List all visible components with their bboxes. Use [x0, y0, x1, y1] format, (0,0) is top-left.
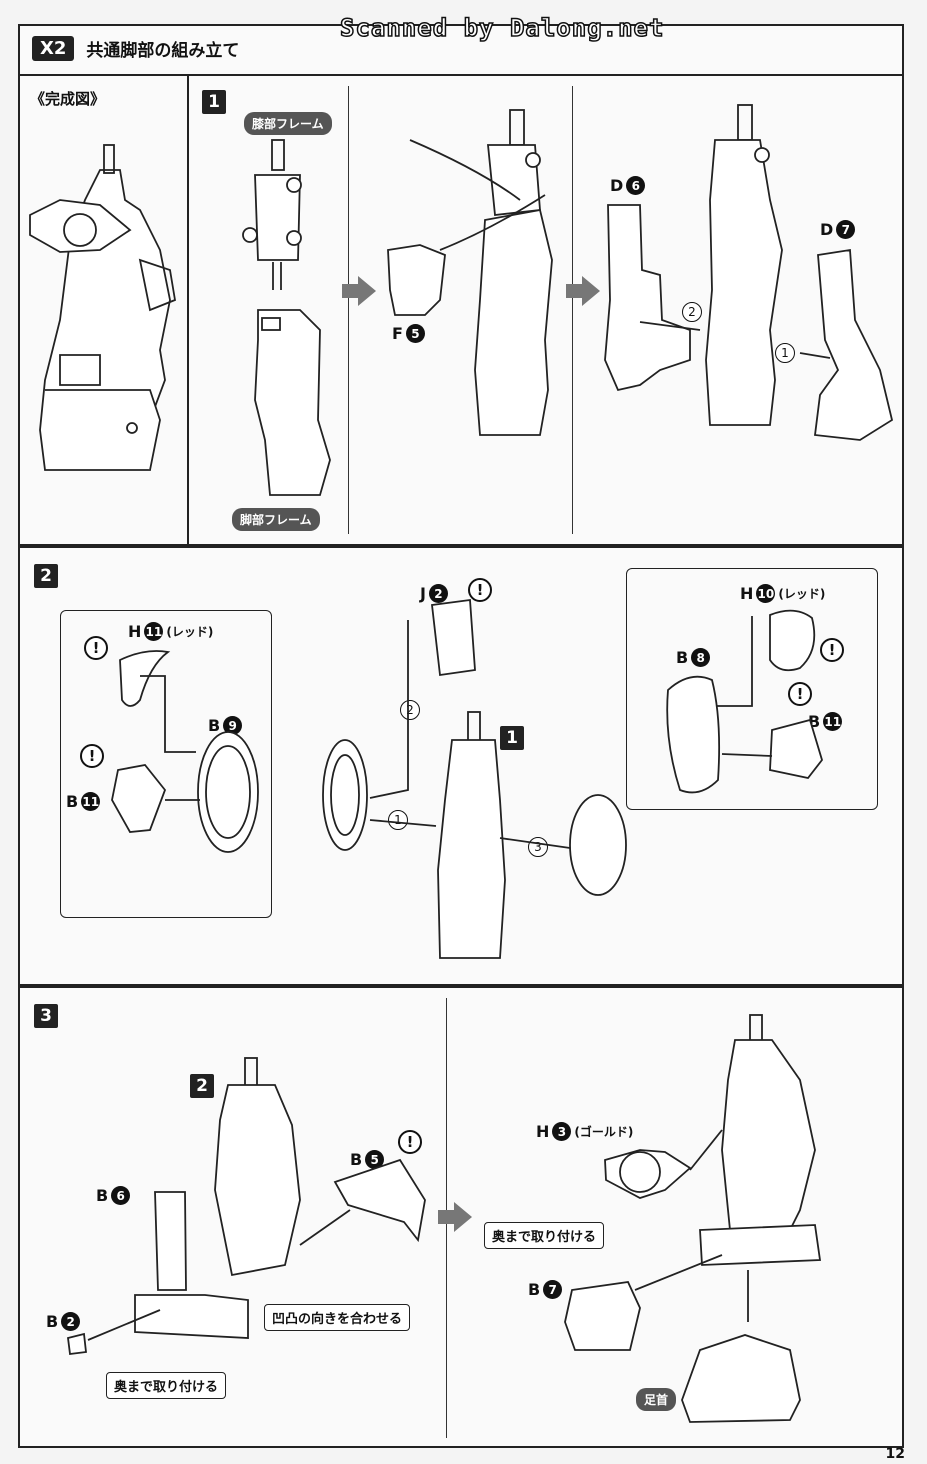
leg-frame-label: 脚部フレーム [232, 508, 320, 531]
step2-center-assembly-drawing [322, 598, 627, 959]
part-label-j2: J 2 [420, 584, 448, 603]
completed-leg-drawing [29, 144, 177, 471]
part-letter: B [96, 1186, 109, 1205]
part-number: 9 [223, 716, 243, 735]
quantity-badge: X2 [32, 35, 75, 61]
warning-icon: ! [788, 682, 812, 706]
complete-view-label: 《完成図》 [30, 90, 106, 108]
flow-arrow-tail [566, 284, 582, 298]
part-label-d6: D 6 [610, 176, 646, 195]
section-title: 共通脚部の組み立て [86, 40, 240, 61]
part-label-b8: B 8 [676, 648, 711, 667]
ankle-label: 足首 [636, 1388, 677, 1411]
color-note: (レッド) [166, 625, 214, 639]
substep-reference-2: 2 [190, 1074, 214, 1098]
part-label-b11-left: B 11 [66, 792, 101, 811]
page-number: 12 [885, 1446, 905, 1462]
order-marker-2: 2 [682, 302, 702, 322]
part-letter: B [66, 792, 79, 811]
part-letter: D [820, 220, 834, 239]
color-note: (レッド) [778, 587, 826, 601]
warning-icon: ! [398, 1130, 422, 1154]
part-letter: B [46, 1312, 59, 1331]
watermark: Scanned by Dalong.net [339, 13, 665, 43]
note-align-notches: 凹凸の向きを合わせる [264, 1304, 411, 1331]
step3-left-assembly-drawing [67, 1057, 426, 1356]
substep-divider-b [572, 86, 573, 534]
part-number: 2 [428, 584, 448, 603]
step1-divider [187, 74, 189, 546]
part-label-b6: B 6 [96, 1186, 131, 1205]
part-label-b2: B 2 [46, 1312, 81, 1331]
part-letter: B [208, 716, 221, 735]
header-divider [18, 74, 904, 76]
knee-frame-label: 膝部フレーム [244, 112, 332, 135]
part-letter: B [676, 648, 689, 667]
part-number: 6 [111, 1186, 131, 1205]
part-number: 8 [691, 648, 711, 667]
leg-with-f5-drawing [387, 109, 553, 436]
step-number-3: 3 [34, 1004, 58, 1028]
part-letter: H [536, 1122, 550, 1141]
part-number: 5 [365, 1150, 385, 1169]
step-number-1: 1 [202, 90, 226, 114]
part-label-b9: B 9 [208, 716, 243, 735]
part-label-b7: B 7 [528, 1280, 563, 1299]
order-marker-1: 1 [775, 343, 795, 363]
note-attach-fully-2: 奥まで取り付ける [484, 1222, 605, 1249]
part-letter: B [528, 1280, 541, 1299]
step2-right-parts-drawing [666, 609, 823, 794]
flow-arrow-tail [438, 1210, 454, 1224]
part-label-h11: H 11 (レッド) [128, 622, 213, 641]
part-number: 10 [756, 584, 776, 603]
flow-arrow-icon [358, 276, 376, 306]
warning-icon: ! [468, 578, 492, 602]
part-label-h10: H 10 (レッド) [740, 584, 825, 603]
d6-d7-assembly-drawing [604, 104, 894, 441]
part-letter: D [610, 176, 624, 195]
warning-icon: ! [84, 636, 108, 660]
warning-icon: ! [80, 744, 104, 768]
substep-reference-1: 1 [500, 726, 524, 750]
part-number: 5 [405, 324, 425, 343]
color-note: (ゴールド) [574, 1125, 634, 1139]
part-label-b5: B 5 [350, 1150, 385, 1169]
part-number: 2 [61, 1312, 81, 1331]
step2-left-parts-drawing [111, 650, 259, 853]
part-number: 7 [543, 1280, 563, 1299]
flow-arrow-icon [454, 1202, 472, 1232]
step-number-2: 2 [34, 564, 58, 588]
flow-arrow-tail [342, 284, 358, 298]
part-number: 11 [823, 712, 843, 731]
knee-frame-drawing [242, 139, 302, 290]
part-label-h3: H 3 (ゴールド) [536, 1122, 633, 1141]
part-letter: B [350, 1150, 363, 1169]
part-number: 11 [144, 622, 164, 641]
part-number: 3 [552, 1122, 572, 1141]
part-letter: J [420, 584, 426, 603]
flow-arrow-icon [582, 276, 600, 306]
part-number: 6 [626, 176, 646, 195]
part-number: 7 [836, 220, 856, 239]
part-letter: H [128, 622, 142, 641]
detail-box-right [626, 568, 878, 810]
step3-right-assembly-drawing [564, 1014, 822, 1423]
detail-box-left [60, 610, 272, 918]
leg-frame-drawing [254, 309, 331, 496]
section-header: X2 共通脚部の組み立て [22, 30, 239, 66]
order-marker-1: 1 [388, 810, 408, 830]
part-label-d7: D 7 [820, 220, 856, 239]
part-letter: H [740, 584, 754, 603]
note-attach-fully: 奥まで取り付ける [106, 1372, 227, 1399]
part-number: 11 [81, 792, 101, 811]
part-label-f5: F 5 [392, 324, 425, 343]
substep-divider-a [348, 86, 349, 534]
order-marker-2: 2 [400, 700, 420, 720]
warning-icon: ! [820, 638, 844, 662]
part-letter: F [392, 324, 403, 343]
